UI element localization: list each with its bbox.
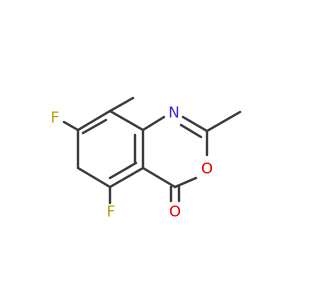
bond-n-c2-double <box>179 123 203 139</box>
bond-c6-c5 <box>76 166 112 189</box>
bond-n-c2 <box>181 115 209 133</box>
bond-c2-methyl <box>205 110 242 133</box>
bond-c4-c4a <box>141 166 177 189</box>
bond-c8a-n <box>141 115 166 132</box>
atom-label-oxygen-ring: O <box>201 160 213 178</box>
bond-c5-c4a <box>108 166 145 189</box>
bond-c7-f <box>62 120 80 132</box>
bond-c8a-c8 <box>108 96 135 113</box>
molecule-canvas: F F N O O <box>51 96 242 221</box>
atom-label-fluorine-top: F <box>51 109 60 127</box>
structure-diagram: F F N O O <box>51 96 242 221</box>
bond-c8-c7 <box>76 109 112 132</box>
bond-o1-c4 <box>173 176 198 189</box>
atom-label-fluorine-bottom: F <box>107 203 116 221</box>
atom-label-nitrogen: N <box>168 104 179 122</box>
bond-c8-c7-inner <box>81 118 108 135</box>
bond-c8a-c7-closure <box>108 109 145 132</box>
bond-c5-c4a-inner <box>108 161 138 180</box>
atom-label-oxygen-carbonyl: O <box>169 203 181 221</box>
